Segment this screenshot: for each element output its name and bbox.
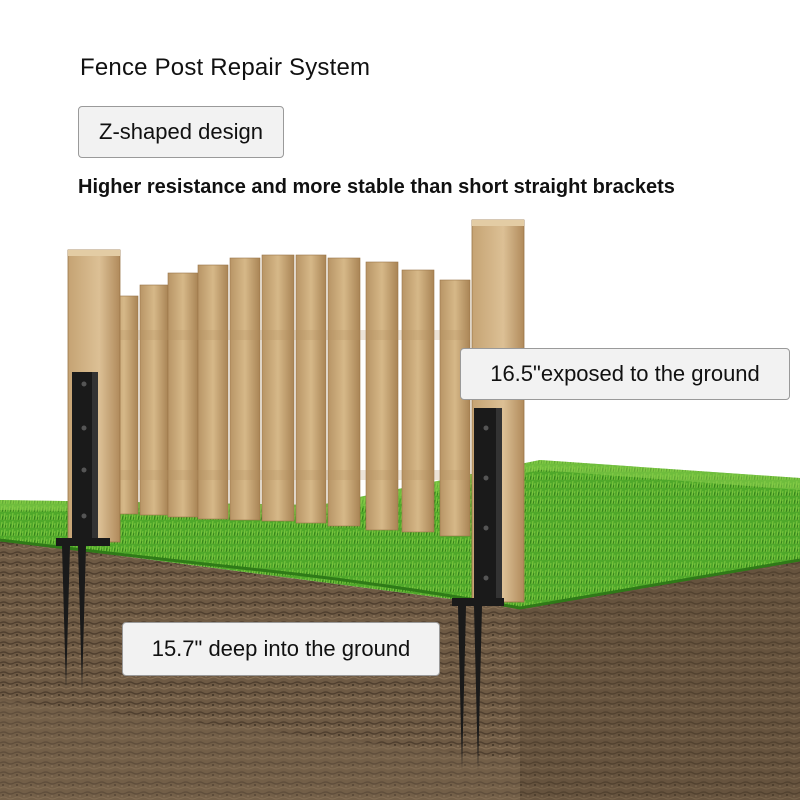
right-post-bracket	[452, 408, 504, 770]
feature-subtitle: Higher resistance and more stable than s…	[78, 176, 675, 198]
design-badge: Z-shaped design	[78, 106, 284, 158]
ground-depth-callout: 15.7" deep into the ground	[122, 622, 440, 676]
page-title: Fence Post Repair System	[80, 54, 371, 81]
exposed-height-callout: 16.5"exposed to the ground	[460, 348, 790, 400]
left-post-bracket	[56, 372, 110, 690]
fence-pickets	[109, 254, 471, 537]
